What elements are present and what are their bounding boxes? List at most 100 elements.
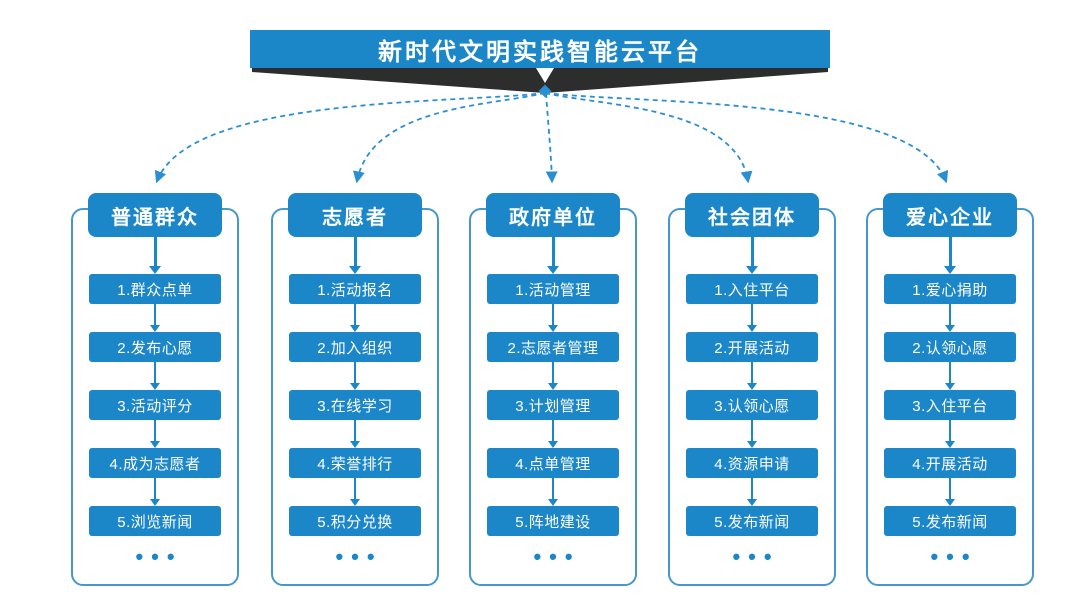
down-arrow-icon (350, 304, 360, 332)
workflow-step: 1.活动管理 (487, 274, 619, 304)
workflow-step-label: 5.积分兑换 (317, 513, 393, 531)
arrow-shaft (551, 478, 555, 499)
arrow-shaft (948, 362, 952, 383)
down-arrow-icon (548, 304, 558, 332)
role-column-title: 社会团体 (708, 206, 796, 229)
arrow-head (747, 499, 757, 506)
arrow-head (548, 441, 558, 448)
workflow-step-label: 1.群众点单 (117, 281, 193, 299)
down-arrow-icon (548, 420, 558, 448)
arrow-shaft (353, 237, 357, 266)
down-arrow-icon (548, 478, 558, 506)
workflow-step: 1.活动报名 (289, 274, 421, 304)
workflow-step: 1.爱心捐助 (884, 274, 1016, 304)
workflow-step-label: 4.点单管理 (515, 455, 591, 473)
more-steps-ellipsis: ••• (732, 544, 780, 569)
workflow-step: 4.点单管理 (487, 448, 619, 478)
role-column-title: 志愿者 (322, 206, 388, 229)
arrow-shaft (353, 420, 357, 441)
down-arrow-icon (945, 478, 955, 506)
workflow-step: 3.计划管理 (487, 390, 619, 420)
down-arrow-icon (747, 420, 757, 448)
arrow-head (945, 325, 955, 332)
platform-title: 新时代文明实践智能云平台 (378, 38, 702, 66)
workflow-step: 1.群众点单 (89, 274, 221, 304)
workflow-step-label: 2.开展活动 (714, 339, 790, 357)
down-arrow-icon (547, 237, 559, 274)
workflow-step-label: 5.浏览新闻 (117, 513, 193, 531)
arrow-shaft (153, 420, 157, 441)
arrow-shaft (948, 420, 952, 441)
arrow-head (150, 499, 160, 506)
workflow-step-label: 5.阵地建设 (515, 513, 591, 531)
arrow-head (150, 383, 160, 390)
workflow-step-label: 2.志愿者管理 (507, 339, 599, 357)
workflow-step: 4.开展活动 (884, 448, 1016, 478)
workflow-step-label: 3.认领心愿 (714, 397, 790, 415)
workflow-step: 2.志愿者管理 (487, 332, 619, 362)
arrow-shaft (948, 478, 952, 499)
workflow-step-label: 1.活动管理 (515, 281, 591, 299)
workflow-step-label: 3.在线学习 (317, 397, 393, 415)
arrow-shaft (551, 237, 555, 266)
arrow-head (350, 441, 360, 448)
down-arrow-icon (350, 478, 360, 506)
arrow-shaft (153, 478, 157, 499)
arrow-head (747, 441, 757, 448)
steps-wrap: 1.活动管理 2.志愿者管理 3.计划管理 4.点单管理 5.阵地建设 (487, 274, 619, 536)
banner-down-arrow-icon (536, 68, 554, 83)
arrow-head (747, 325, 757, 332)
arrow-shaft (750, 237, 754, 266)
workflow-step: 4.成为志愿者 (89, 448, 221, 478)
role-column-header: 普通群众 (88, 193, 222, 237)
role-column: 普通群众 1.群众点单 2.发布心愿 3.活动评分 4.成为志愿者 5.浏览新闻… (71, 193, 239, 586)
down-arrow-icon (945, 362, 955, 390)
arrow-head (547, 266, 559, 274)
steps-wrap: 1.群众点单 2.发布心愿 3.活动评分 4.成为志愿者 5.浏览新闻 (89, 274, 221, 536)
workflow-step-label: 4.资源申请 (714, 455, 790, 473)
arrow-shaft (948, 237, 952, 266)
arrow-head (746, 266, 758, 274)
role-column-title: 政府单位 (509, 206, 597, 229)
workflow-step: 5.发布新闻 (884, 506, 1016, 536)
arrow-head (945, 499, 955, 506)
workflow-step: 2.发布心愿 (89, 332, 221, 362)
arrow-shaft (153, 237, 157, 266)
workflow-step: 5.发布新闻 (686, 506, 818, 536)
arrow-head (945, 383, 955, 390)
arrow-shaft (353, 304, 357, 325)
workflow-step: 4.荣誉排行 (289, 448, 421, 478)
role-column-header: 政府单位 (486, 193, 620, 237)
arrow-shaft (551, 420, 555, 441)
platform-title-banner: 新时代文明实践智能云平台 (250, 30, 830, 68)
more-steps-ellipsis: ••• (335, 544, 383, 569)
workflow-step: 3.活动评分 (89, 390, 221, 420)
arrow-head (150, 325, 160, 332)
down-arrow-icon (945, 304, 955, 332)
fanout-connector-line-5 (544, 92, 949, 184)
arrow-shaft (750, 478, 754, 499)
workflow-step-label: 2.认领心愿 (912, 339, 988, 357)
role-column-title: 普通群众 (111, 206, 199, 229)
workflow-step-label: 5.发布新闻 (912, 513, 988, 531)
workflow-step-label: 5.发布新闻 (714, 513, 790, 531)
arrow-shaft (551, 362, 555, 383)
workflow-step: 2.认领心愿 (884, 332, 1016, 362)
arrow-head (548, 325, 558, 332)
workflow-step-label: 3.入住平台 (912, 397, 988, 415)
down-arrow-icon (350, 362, 360, 390)
workflow-step-label: 2.发布心愿 (117, 339, 193, 357)
workflow-step: 4.资源申请 (686, 448, 818, 478)
arrow-shaft (153, 362, 157, 383)
down-arrow-icon (150, 304, 160, 332)
workflow-step-label: 3.计划管理 (515, 397, 591, 415)
workflow-step-label: 4.成为志愿者 (109, 455, 201, 473)
arrow-shaft (948, 304, 952, 325)
down-arrow-icon (548, 362, 558, 390)
steps-wrap: 1.活动报名 2.加入组织 3.在线学习 4.荣誉排行 5.积分兑换 (289, 274, 421, 536)
arrow-head (350, 499, 360, 506)
more-steps-ellipsis: ••• (930, 544, 978, 569)
workflow-step: 5.积分兑换 (289, 506, 421, 536)
